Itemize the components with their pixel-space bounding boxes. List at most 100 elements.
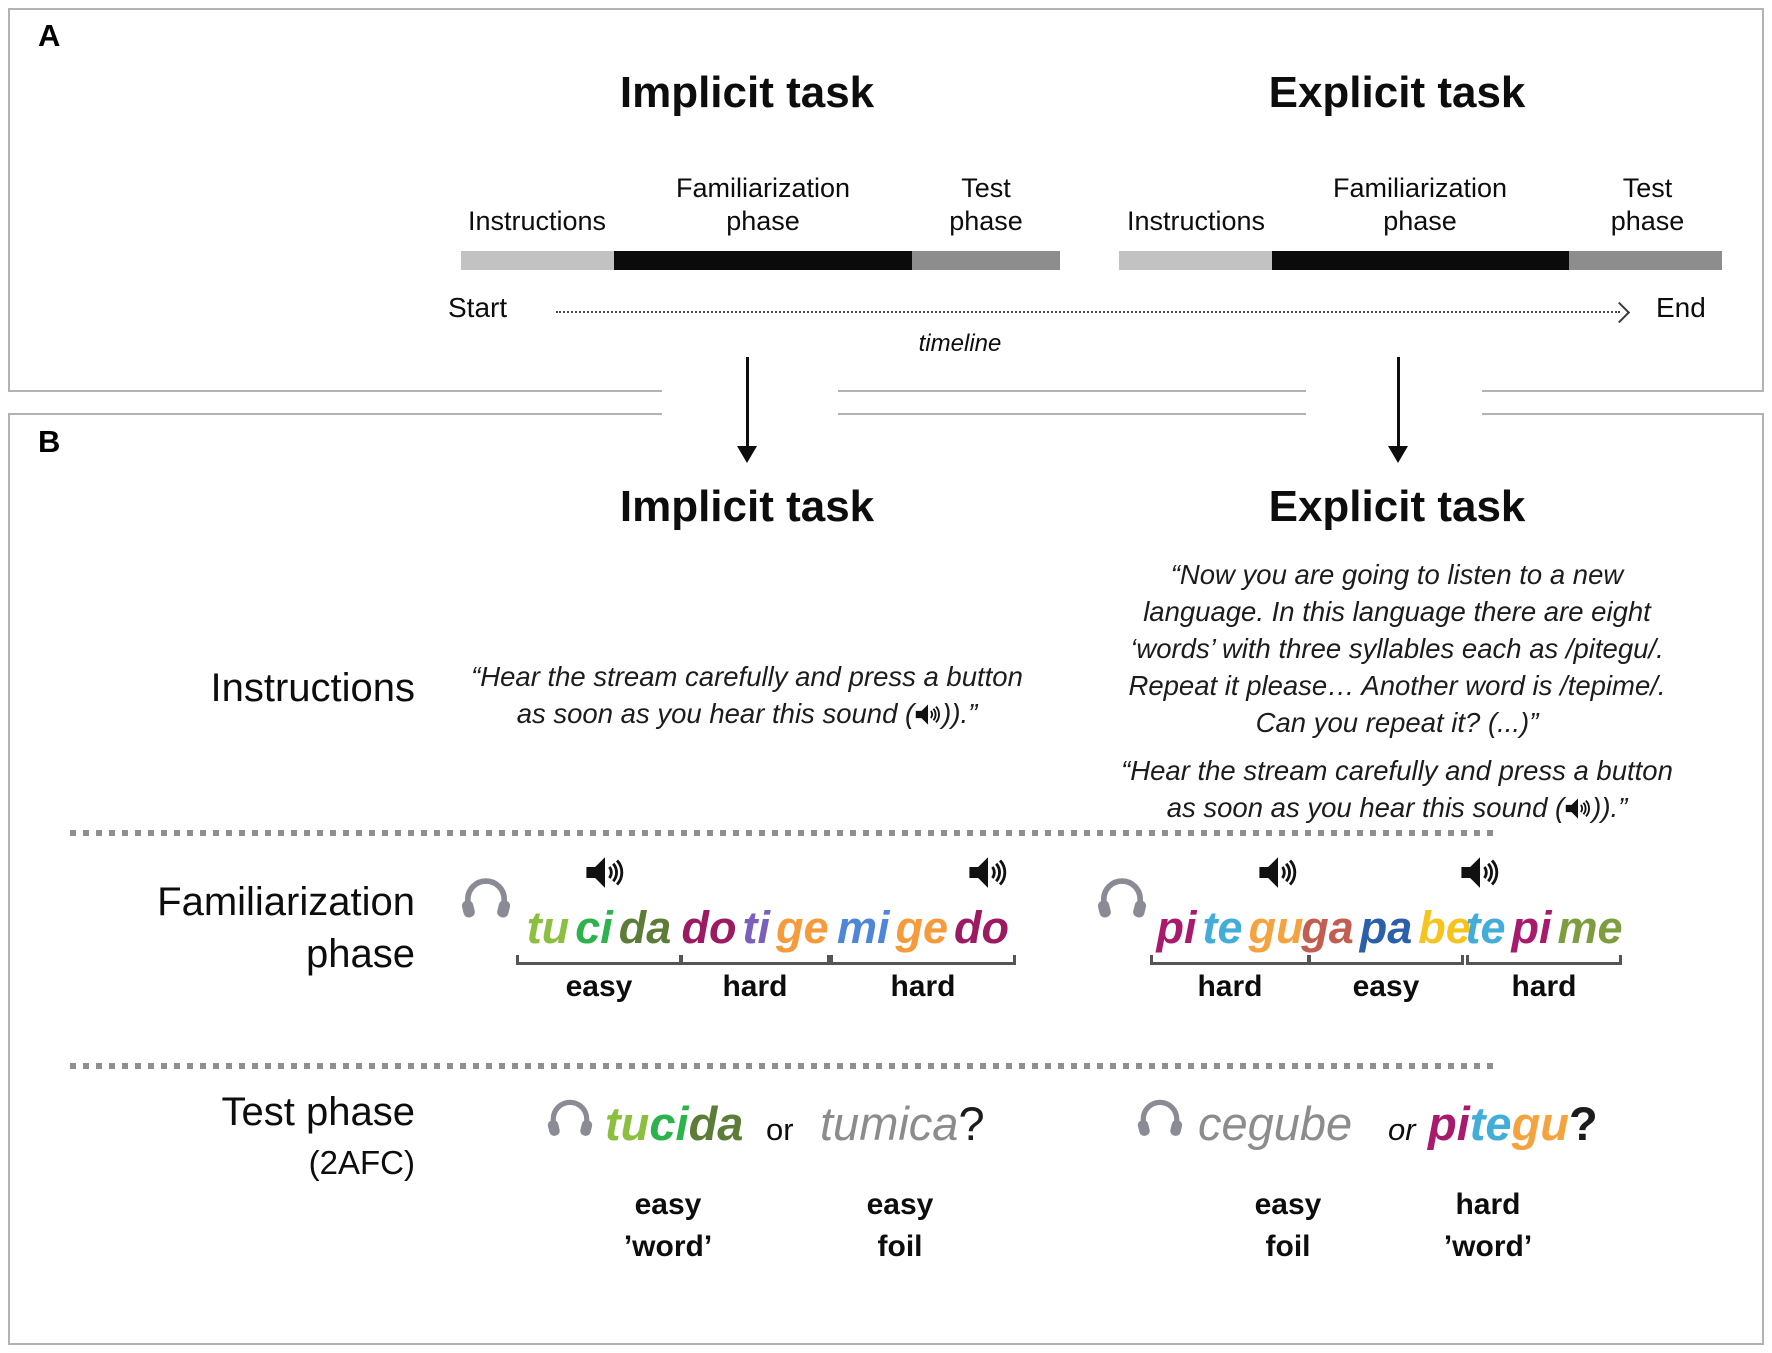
foil-word: tumica xyxy=(820,1097,959,1150)
syllable: tu xyxy=(605,1097,650,1150)
label-line: easy xyxy=(1254,1188,1322,1221)
label-line: ’word’ xyxy=(1443,1230,1533,1263)
syllable: da xyxy=(688,1097,744,1150)
syllable: ci xyxy=(575,902,613,953)
row-label-familiarization: Familiarization phase xyxy=(60,876,415,980)
speaker-icon xyxy=(1258,855,1298,890)
implicit-or-label: or xyxy=(766,1112,794,1147)
syllable: do xyxy=(681,902,737,953)
panel-a-label: A xyxy=(38,18,61,53)
quote-line: as soon as you hear this sound ()).” xyxy=(417,695,1077,732)
syllable: pi xyxy=(1428,1097,1470,1150)
border-gap-left xyxy=(662,384,838,420)
panel-a-box xyxy=(8,8,1764,392)
label-line: phase xyxy=(949,206,1023,236)
explicit-test-foil: cegube xyxy=(1198,1098,1352,1150)
timeline-dotted-line xyxy=(556,311,1620,313)
row-separator xyxy=(70,1063,1494,1069)
underbrace xyxy=(1150,955,1310,965)
quote-text: )).” xyxy=(942,698,978,729)
panel-a-implicit-test-label: Test phase xyxy=(891,172,1081,238)
timeline-end-label: End xyxy=(1656,292,1706,323)
syllable: ti xyxy=(742,902,770,953)
explicit-test-word: pitegu? xyxy=(1428,1098,1598,1150)
quote-line: as soon as you hear this sound ( )).” xyxy=(1077,789,1717,826)
syllable: ci xyxy=(649,1097,689,1150)
explicit-instructions-quote: “Hear the stream carefully and press a b… xyxy=(1077,752,1717,826)
implicit-down-arrow-head xyxy=(737,446,757,463)
headphones-icon xyxy=(1134,1094,1186,1140)
difficulty-label: easy xyxy=(1352,970,1420,1003)
syllable: pi xyxy=(1511,902,1552,953)
speaker-icon xyxy=(1565,797,1591,820)
row-label-test-phase: Test phase xyxy=(221,1090,415,1134)
row-separator xyxy=(70,830,1494,836)
panel-a-implicit-instructions-label: Instructions xyxy=(467,206,607,236)
label-line: phase xyxy=(726,206,800,236)
implicit-test-foil-label: easy foil xyxy=(820,1184,980,1268)
implicit-test-foil: tumica? xyxy=(820,1098,985,1150)
explicit-instructions-bar xyxy=(1119,251,1272,270)
underbrace xyxy=(830,955,1016,965)
quote-line: language. In this language there are eig… xyxy=(1143,596,1651,627)
explicit-or-label: or xyxy=(1388,1112,1416,1147)
syllable: ga xyxy=(1301,902,1354,953)
panel-a-implicit-familiarization-label: Familiarization phase xyxy=(643,172,883,238)
speaker-icon xyxy=(1460,855,1500,890)
syllable: te xyxy=(1469,1097,1512,1150)
label-line: easy xyxy=(634,1188,702,1221)
syllable: da xyxy=(618,902,672,953)
explicit-test-bar xyxy=(1569,251,1722,270)
implicit-instructions-quote: “Hear the stream carefully and press a b… xyxy=(417,658,1077,732)
panel-a-explicit-instructions-label: Instructions xyxy=(1126,206,1266,236)
implicit-test-bar xyxy=(912,251,1060,270)
label-line: easy xyxy=(866,1188,934,1221)
explicit-down-arrow xyxy=(1397,357,1400,447)
speaker-icon xyxy=(915,703,941,726)
panel-b-implicit-title: Implicit task xyxy=(619,482,875,531)
headphones-icon xyxy=(458,872,514,922)
headphones-icon xyxy=(544,1094,596,1140)
underbrace xyxy=(1308,955,1464,965)
quote-text: as soon as you hear this sound ( xyxy=(1166,792,1565,823)
label-line: foil xyxy=(877,1230,923,1263)
quote-line: “Hear the stream carefully and press a b… xyxy=(471,661,1023,692)
question-mark: ? xyxy=(1569,1097,1598,1150)
syllable: tu xyxy=(526,902,570,953)
explicit-instructions-intro-quote: “Now you are going to listen to a new la… xyxy=(1077,556,1717,741)
syllable: gu xyxy=(1248,902,1304,953)
quote-line: “Now you are going to listen to a new xyxy=(1170,559,1624,590)
panel-a-explicit-familiarization-label: Familiarization phase xyxy=(1300,172,1540,238)
implicit-down-arrow xyxy=(746,357,749,447)
question-mark: ? xyxy=(958,1097,985,1150)
syllable: be xyxy=(1418,902,1471,953)
panel-b-label: B xyxy=(38,424,61,459)
syllable: me xyxy=(1557,902,1623,953)
label-line: ’word’ xyxy=(623,1230,713,1263)
label-line: phase xyxy=(1610,206,1685,236)
implicit-test-word-label: easy ’word’ xyxy=(588,1184,748,1268)
quote-line: Repeat it please… Another word is /tepim… xyxy=(1128,670,1666,701)
border-gap-right xyxy=(1306,384,1482,420)
row-label-2afc: (2AFC) xyxy=(308,1144,415,1181)
syllable: do xyxy=(954,902,1009,953)
label-line: Familiarization xyxy=(157,880,415,924)
quote-text: )).” xyxy=(1592,792,1628,823)
speaker-icon xyxy=(585,855,625,890)
label-line: Test xyxy=(1622,173,1673,203)
label-line: foil xyxy=(1265,1230,1311,1263)
difficulty-label: hard xyxy=(890,970,956,1003)
implicit-instructions-bar xyxy=(461,251,614,270)
syllable: ge xyxy=(775,902,829,953)
underbrace xyxy=(680,955,830,965)
difficulty-label: hard xyxy=(1511,970,1577,1003)
label-line: Test xyxy=(961,173,1011,203)
